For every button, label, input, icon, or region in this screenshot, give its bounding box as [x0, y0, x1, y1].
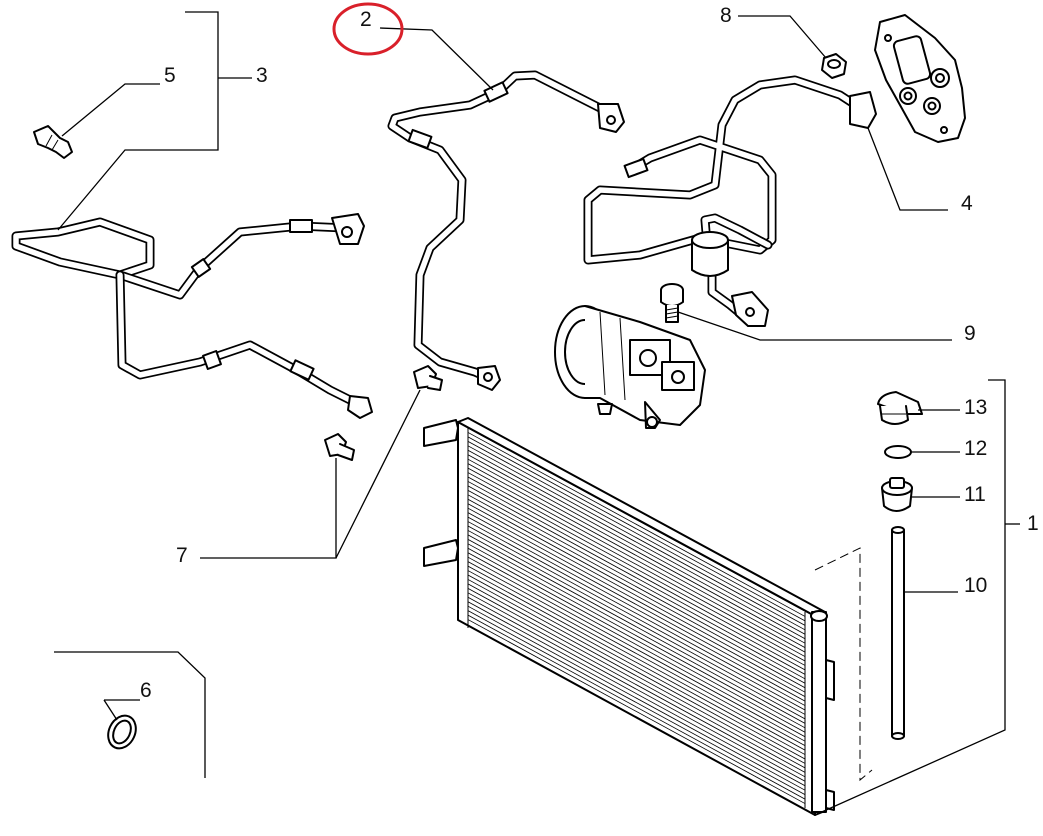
- condenser-fin-line: [467, 556, 806, 742]
- condenser-fin-line: [467, 547, 806, 733]
- part-9-bolt[interactable]: [660, 283, 684, 323]
- condenser-fin-line: [467, 592, 806, 778]
- condenser-fin-line: [467, 454, 806, 640]
- condenser-fin-line: [467, 596, 806, 782]
- part-2-pipe[interactable]: [387, 70, 625, 391]
- callout-2: 2: [360, 8, 372, 31]
- condenser-fin-line: [467, 570, 806, 755]
- part-3-hose-assembly[interactable]: [11, 213, 373, 419]
- part-13-cap[interactable]: [877, 391, 923, 425]
- gasket-plate[interactable]: [874, 14, 966, 143]
- condenser-fin-line: [467, 472, 806, 657]
- callout-6: 6: [140, 679, 152, 702]
- condenser-fin-line: [467, 476, 806, 662]
- condenser-fin-line: [467, 610, 806, 795]
- callout-5: 5: [164, 64, 176, 87]
- condenser-fin-line: [467, 579, 806, 764]
- condenser-fin-line: [467, 605, 806, 791]
- leader-lines: [54, 11, 1020, 816]
- condenser-fin-line: [467, 432, 806, 617]
- callout-13: 13: [964, 396, 987, 419]
- part-11-plug[interactable]: [881, 477, 913, 512]
- part-7-bolt-upper[interactable]: [413, 365, 443, 391]
- part-1-condenser[interactable]: [423, 417, 835, 816]
- condenser-fin-line: [467, 574, 806, 760]
- condenser-fin-line: [467, 481, 806, 666]
- condenser-fin-line: [467, 467, 806, 653]
- condenser-fin-line: [467, 485, 806, 671]
- condenser-fins: [467, 432, 806, 804]
- callout-9: 9: [964, 322, 976, 345]
- callout-11: 11: [964, 483, 986, 506]
- condenser-fin-line: [467, 601, 806, 787]
- part-7-bolt-lower[interactable]: [324, 433, 355, 461]
- condenser-fin-line: [467, 494, 806, 680]
- condenser-fin-line: [467, 449, 806, 635]
- part-5-valve[interactable]: [33, 125, 73, 159]
- callout-3: 3: [256, 64, 268, 87]
- highlight-circle: [332, 2, 404, 56]
- condenser-fin-line: [467, 614, 806, 800]
- condenser-fin-line: [467, 436, 806, 622]
- condenser-fin-line: [467, 521, 806, 706]
- callout-1: 1: [1027, 512, 1039, 535]
- condenser-fin-line: [467, 583, 806, 769]
- condenser-fin-line: [467, 490, 806, 675]
- condenser-fin-line: [467, 543, 806, 729]
- callout-8: 8: [720, 4, 732, 27]
- part-10-filter-cartridge[interactable]: [891, 526, 905, 740]
- callout-4: 4: [961, 192, 973, 215]
- condenser-fin-line: [467, 534, 806, 720]
- condenser-fin-line: [467, 463, 806, 648]
- callout-12: 12: [964, 437, 987, 460]
- part-12-o-ring[interactable]: [884, 445, 912, 459]
- condenser-fin-line: [467, 507, 806, 693]
- part-4-pipe[interactable]: [583, 75, 877, 327]
- condenser-fin-line: [467, 445, 806, 631]
- condenser-fin-line: [467, 516, 806, 702]
- condenser-fin-line: [467, 565, 806, 751]
- condenser-fin-line: [467, 498, 806, 684]
- condenser-fin-line: [467, 503, 806, 689]
- condenser-fin-line: [467, 539, 806, 724]
- compressor[interactable]: [554, 305, 706, 429]
- condenser-fin-line: [467, 441, 806, 626]
- callout-10: 10: [964, 574, 987, 597]
- condenser-fin-line: [467, 552, 806, 738]
- condenser-fin-line: [467, 512, 806, 697]
- part-8-nut[interactable]: [821, 53, 847, 79]
- condenser-fin-line: [467, 458, 806, 644]
- condenser-fin-line: [467, 588, 806, 773]
- condenser-fin-line: [467, 561, 806, 746]
- callout-7: 7: [176, 544, 188, 567]
- part-6-o-ring[interactable]: [103, 711, 141, 753]
- condenser-fin-line: [467, 619, 806, 804]
- condenser-fin-line: [467, 530, 806, 715]
- condenser-fin-line: [467, 525, 806, 711]
